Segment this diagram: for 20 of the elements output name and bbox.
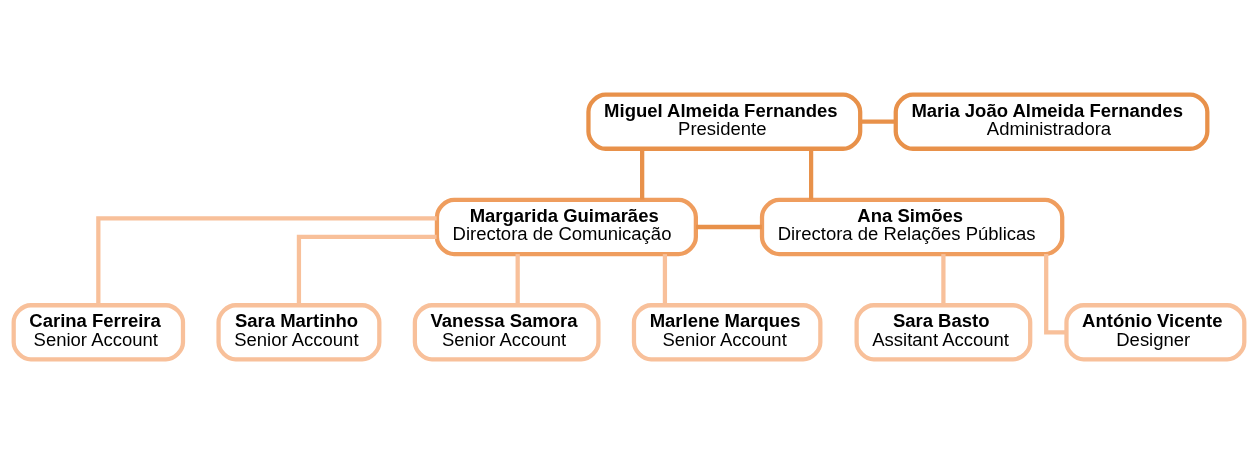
node-box: Sara Basto Assitant Account	[854, 302, 1033, 361]
connector	[662, 253, 668, 305]
node-box: Maria João Almeida Fernandes Administradora	[893, 92, 1210, 151]
node-box: Vanessa Samora Senior Account	[412, 302, 601, 361]
connector	[515, 253, 520, 305]
node-box: Sara Martinho Senior Account	[216, 302, 382, 361]
connector	[1044, 253, 1067, 334]
node-box: Margarida Guimarães Directora de Comunicação	[434, 197, 698, 256]
connector	[696, 224, 762, 229]
node-box: Ana Simões Directora de Relações Públicas	[759, 197, 1065, 256]
node-box: Miguel Almeida Fernandes Presidente	[586, 92, 863, 151]
connector	[860, 119, 896, 124]
connector	[941, 253, 946, 305]
node-box: Marlene Marques Senior Account	[631, 302, 823, 361]
node-box: António Vicente Designer	[1064, 302, 1247, 361]
connector	[808, 148, 814, 200]
connector	[296, 234, 437, 305]
connector	[96, 215, 437, 305]
node-box: Carina Ferreira Senior Account	[11, 302, 186, 361]
connector	[640, 148, 645, 200]
